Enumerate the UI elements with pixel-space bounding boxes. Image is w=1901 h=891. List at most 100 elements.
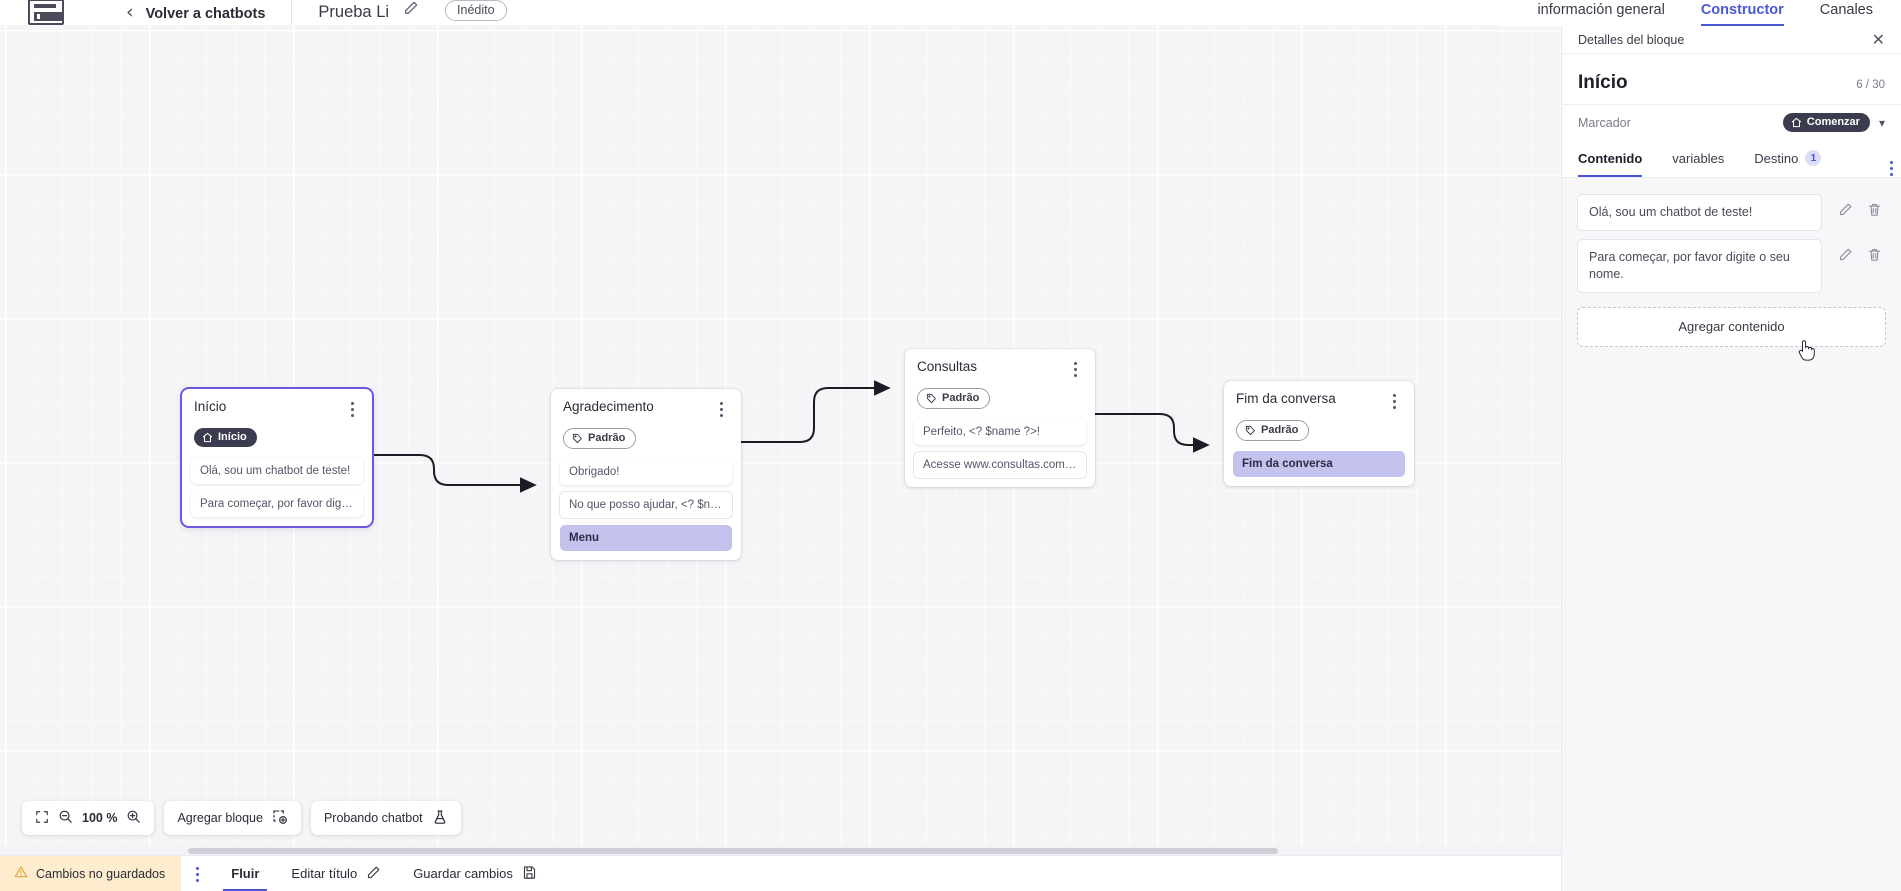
save-changes-button[interactable]: Guardar cambios [397, 856, 553, 891]
content-item: Olá, sou um chatbot de teste! [1577, 194, 1886, 231]
status-bar: Cambios no guardados Fluir Editar título… [0, 855, 1561, 891]
warning-icon [14, 865, 28, 882]
top-bar: ‹ Volver a chatbots Prueba Li Inédito [0, 0, 1561, 25]
node-menu-icon[interactable] [1388, 392, 1402, 410]
statusbar-tab-fluir[interactable]: Fluir [215, 856, 275, 891]
edit-chatbot-name-icon[interactable] [403, 0, 419, 21]
node-pill-label: Padrão [1261, 424, 1299, 436]
tab-informacion-general[interactable]: información general [1537, 2, 1665, 18]
node-menu-icon[interactable] [346, 400, 360, 418]
close-icon[interactable]: ✕ [1871, 29, 1885, 49]
panel-header-title: Detalles del bloque [1578, 32, 1685, 47]
canvas-horizontal-scrollbar[interactable] [0, 846, 1561, 855]
unsaved-changes-label: Cambios no guardados [36, 866, 166, 881]
scrollbar-thumb[interactable] [188, 847, 1278, 854]
marker-badge[interactable]: Comenzar [1782, 113, 1870, 132]
pencil-icon[interactable] [1838, 247, 1853, 267]
node-menu-icon[interactable] [715, 400, 729, 418]
add-content-button[interactable]: Agregar contenido [1577, 306, 1886, 347]
zoom-out-icon[interactable] [58, 809, 73, 827]
zoom-in-icon[interactable] [126, 809, 141, 827]
content-actions [1822, 239, 1886, 267]
tag-icon [926, 393, 936, 403]
node-title: Início [194, 399, 227, 414]
unsaved-changes-indicator: Cambios no guardados [0, 856, 182, 891]
node-menu-icon[interactable] [1069, 360, 1083, 378]
panel-tab-label: Destino [1754, 150, 1799, 166]
zoom-level: 100 % [82, 811, 118, 825]
test-chatbot-button[interactable]: Probando chatbot [310, 801, 461, 835]
marker-control[interactable]: Comenzar ▾ [1782, 113, 1885, 132]
node-pill-padrao[interactable]: Padrão [563, 428, 637, 449]
back-to-chatbots-link[interactable]: Volver a chatbots [145, 6, 266, 22]
home-icon [202, 432, 213, 442]
flow-canvas[interactable]: Início Início Olá, sou um chatbot de tes… [0, 25, 1561, 865]
panel-tab-destino[interactable]: Destino 1 [1754, 144, 1822, 177]
chevron-left-icon[interactable]: ‹ [126, 1, 134, 23]
home-icon [1791, 117, 1801, 127]
statusbar-menu-icon[interactable] [181, 856, 215, 891]
trash-icon[interactable] [1867, 247, 1882, 267]
content-text[interactable]: Olá, sou um chatbot de teste! [1577, 194, 1822, 231]
flow-node-consultas[interactable]: Consultas Padrão Perfeito, <? $name ?>! … [905, 349, 1095, 487]
node-header: Início Início [182, 389, 372, 458]
flow-node-inicio[interactable]: Início Início Olá, sou um chatbot de tes… [182, 389, 372, 526]
node-message[interactable]: Olá, sou um chatbot de teste! [191, 457, 363, 484]
content-text[interactable]: Para começar, por favor digite o seu nom… [1577, 238, 1822, 293]
node-pill-label: Padrão [942, 392, 980, 404]
canvas-toolbar: 100 % Agregar bloque Probando chatbot [22, 801, 461, 835]
pencil-icon [366, 865, 381, 883]
test-chatbot-label: Probando chatbot [323, 811, 423, 825]
main-tabs: información general Constructor Canales [1501, 0, 1901, 26]
node-message[interactable]: Perfeito, <? $name ?>! [914, 419, 1086, 445]
add-block-label: Agregar bloque [177, 811, 263, 825]
content-actions [1822, 194, 1886, 222]
node-title: Consultas [917, 359, 978, 374]
app-logo[interactable] [28, 0, 64, 25]
tab-canales[interactable]: Canales [1819, 2, 1873, 18]
node-header: Agradecimento Padrão [551, 389, 741, 459]
chevron-down-icon[interactable]: ▾ [1878, 115, 1885, 130]
tab-constructor[interactable]: Constructor [1700, 2, 1784, 26]
logo-shape-top [34, 4, 56, 8]
node-message[interactable]: No que posso ajudar, <? $name ... [560, 492, 732, 518]
node-message-end[interactable]: Fim da conversa [1233, 451, 1405, 477]
node-pill-inicio[interactable]: Início [194, 428, 257, 447]
node-header: Consultas Padrão [905, 349, 1095, 419]
edit-title-button[interactable]: Editar título [275, 856, 397, 891]
trash-icon[interactable] [1867, 202, 1882, 222]
node-title: Fim da conversa [1236, 391, 1336, 406]
logo-shape-bottom [34, 12, 62, 21]
panel-tabs: Contenido variables Destino 1 [1562, 144, 1901, 178]
block-title: Início [1578, 72, 1628, 93]
add-block-button[interactable]: Agregar bloque [164, 801, 301, 835]
node-pill-padrao[interactable]: Padrão [917, 388, 991, 409]
flow-edges [372, 380, 1210, 493]
pencil-icon[interactable] [1838, 202, 1853, 222]
panel-tab-label: Contenido [1578, 150, 1643, 166]
node-message-menu[interactable]: Menu [560, 525, 732, 551]
marker-row: Marcador Comenzar ▾ [1562, 104, 1901, 144]
status-badge: Inédito [445, 0, 507, 21]
panel-tab-label: variables [1672, 150, 1725, 166]
panel-header: Detalles del bloque ✕ [1562, 26, 1901, 54]
panel-tab-variables[interactable]: variables [1672, 145, 1724, 177]
marker-value: Comenzar [1806, 116, 1860, 128]
node-message[interactable]: Para começar, por favor digite o ... [191, 490, 363, 517]
node-messages: Olá, sou um chatbot de teste! Para começ… [182, 457, 372, 526]
save-changes-label: Guardar cambios [413, 866, 513, 881]
fit-screen-icon[interactable] [35, 810, 49, 827]
zoom-controls: 100 % [22, 801, 155, 835]
node-messages: Fim da conversa [1224, 451, 1414, 486]
node-message[interactable]: Acesse www.consultas.com par... [914, 452, 1086, 478]
panel-title-row: Início 6 / 30 [1562, 54, 1901, 104]
node-title: Agradecimento [563, 399, 654, 414]
flow-node-fim-da-conversa[interactable]: Fim da conversa Padrão Fim da conversa [1224, 381, 1414, 486]
panel-tab-contenido[interactable]: Contenido [1578, 145, 1643, 177]
flow-node-agradecimento[interactable]: Agradecimento Padrão Obrigado! No que po… [551, 389, 741, 560]
node-message[interactable]: Obrigado! [560, 459, 732, 485]
node-messages: Obrigado! No que posso ajudar, <? $name … [551, 459, 741, 560]
block-details-panel: Detalles del bloque ✕ Início 6 / 30 Marc… [1561, 26, 1901, 891]
edge-agradecimento-consultas [741, 380, 891, 443]
node-pill-padrao[interactable]: Padrão [1236, 420, 1310, 441]
